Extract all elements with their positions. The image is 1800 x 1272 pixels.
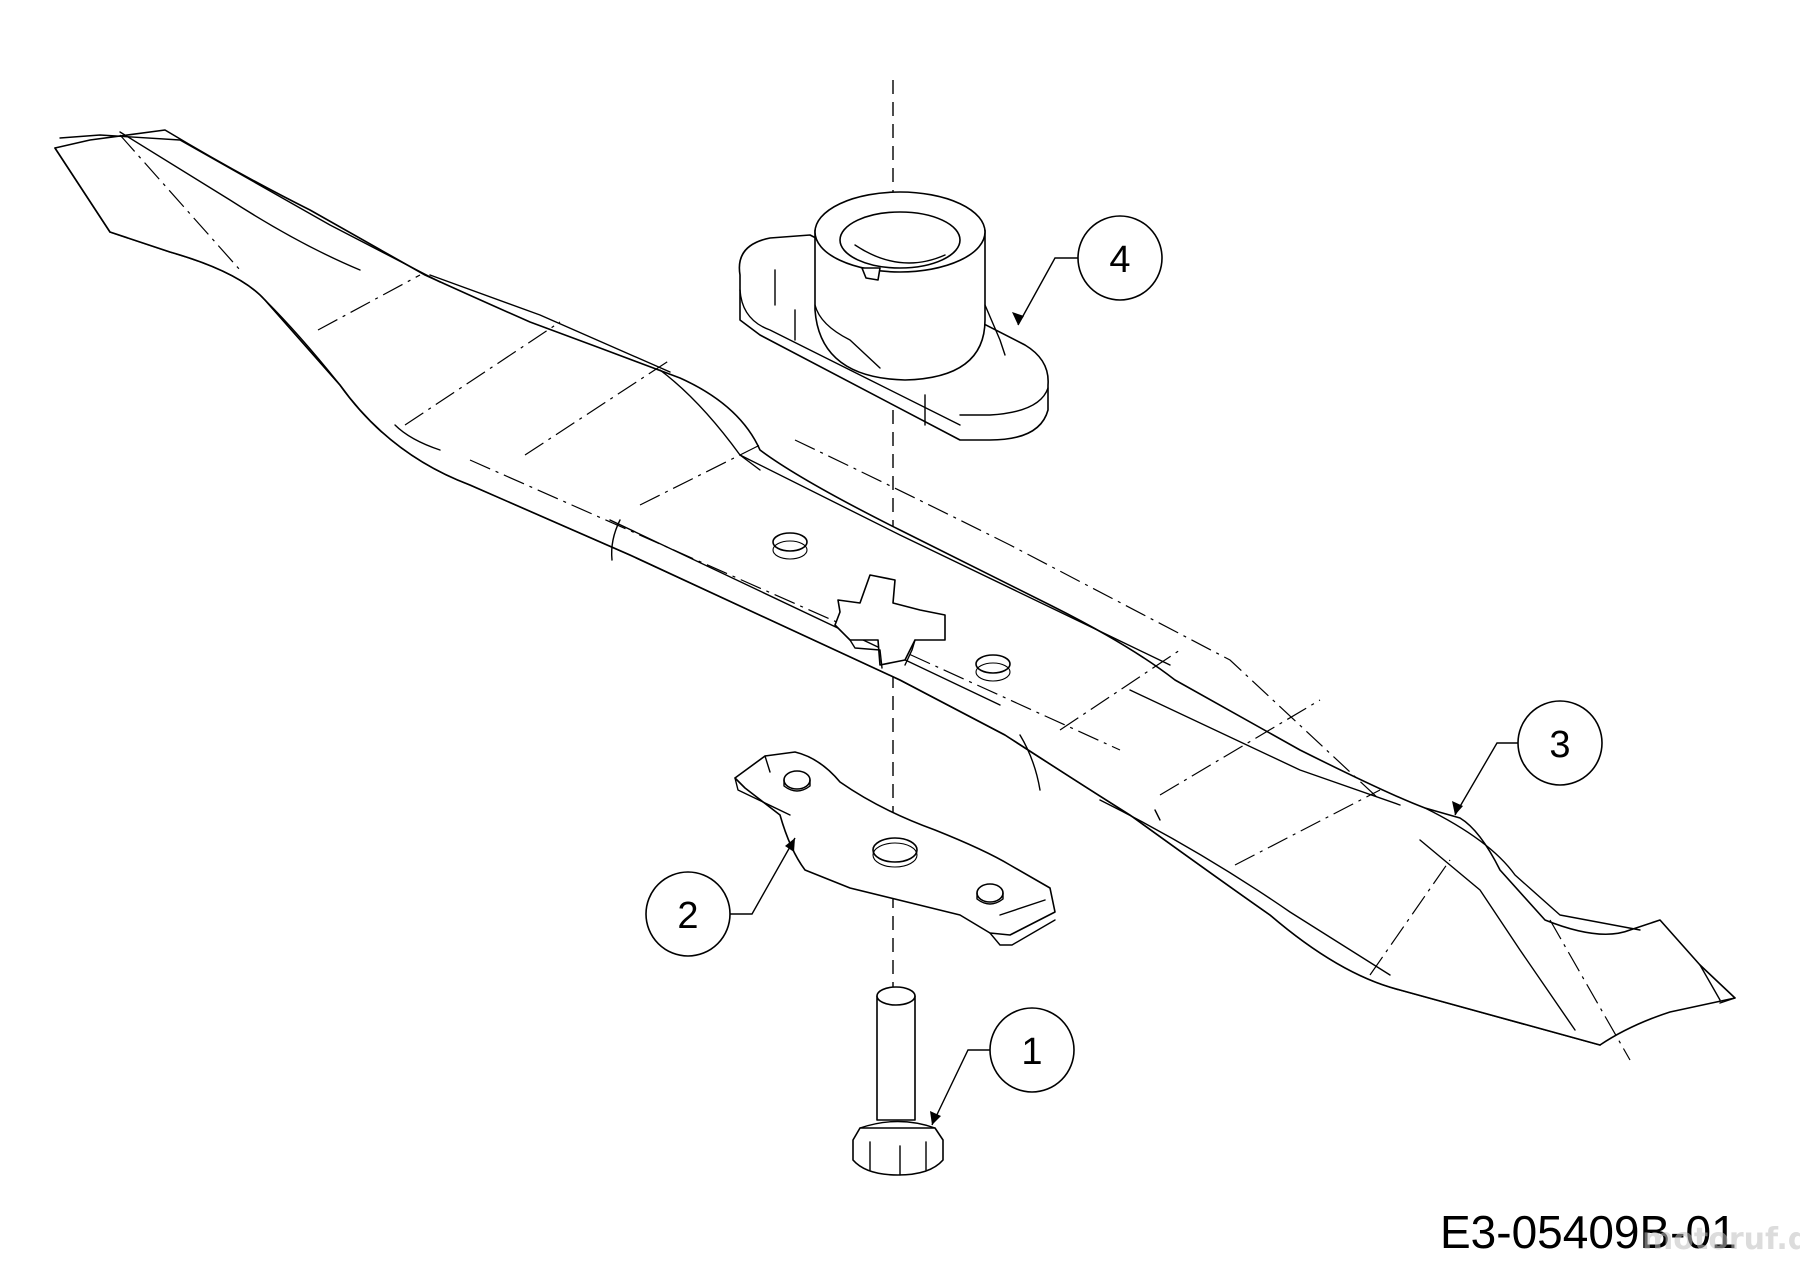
blade-bolt-part[interactable] bbox=[852, 986, 944, 1176]
callout-1-label: 1 bbox=[1021, 1031, 1042, 1073]
callout-1-leader bbox=[931, 1049, 990, 1126]
blade-adapter-part[interactable] bbox=[738, 191, 1049, 441]
callout-4-leader bbox=[1017, 257, 1078, 326]
callout-3-label: 3 bbox=[1549, 724, 1570, 766]
callout-3[interactable]: 3 bbox=[1452, 700, 1603, 816]
stiffener-plate-part[interactable] bbox=[734, 751, 1056, 946]
callout-2-label: 2 bbox=[677, 895, 698, 937]
callout-4-label: 4 bbox=[1109, 239, 1130, 281]
callout-1[interactable]: 1 bbox=[930, 1007, 1075, 1126]
blade-part[interactable] bbox=[54, 129, 1736, 1061]
drawing-code: E3-05409B-01 bbox=[1440, 1206, 1737, 1258]
callout-2[interactable]: 2 bbox=[645, 837, 796, 957]
callout-4[interactable]: 4 bbox=[1012, 215, 1163, 326]
watermark-logo: motoruf.de bbox=[1642, 1222, 1800, 1257]
callout-2-leader bbox=[730, 837, 796, 915]
callout-3-leader bbox=[1454, 742, 1518, 816]
